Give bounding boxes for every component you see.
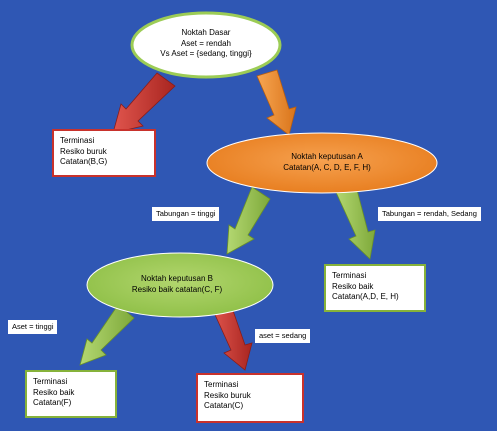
leaf-f-line3: Catatan(F)	[33, 398, 72, 407]
edge-label-aset-tinggi: Aset = tinggi	[8, 320, 58, 334]
arrow-root-to-node-a	[256, 69, 297, 136]
edge-label-tabungan-rendah-sedang: Tabungan = rendah, Sedang	[378, 207, 481, 221]
root-node: Noktah Dasar Aset = rendah Vs Aset = {se…	[146, 28, 266, 60]
leaf-adeh-line1: Terminasi	[332, 271, 367, 280]
leaf-f-line1: Terminasi	[33, 377, 68, 386]
leaf-bg-line3: Catatan(B,G)	[60, 157, 108, 166]
node-b-line2: Resiko baik catatan(C, F)	[131, 284, 223, 294]
leaf-c-line1: Terminasi	[204, 380, 239, 389]
arrow-node-a-to-node-b	[226, 186, 271, 255]
node-b-line1: Noktah keputusan B	[140, 274, 214, 283]
root-line1: Noktah Dasar	[181, 28, 231, 37]
leaf-f-line2: Resiko baik	[33, 387, 75, 397]
node-a-line2: Catatan(A, C, D, E, F, H)	[283, 162, 371, 172]
arrow-node-a-to-leaf-adeh	[334, 185, 376, 260]
root-line3: Vs Aset = {sedang, tinggi}	[160, 49, 252, 58]
node-a-shape	[206, 132, 438, 194]
leaf-adeh-line3: Catatan(A,D, E, H)	[332, 292, 399, 301]
leaf-bg-line2: Resiko buruk	[60, 146, 107, 156]
edge-label-tabungan-tinggi: Tabungan = tinggi	[152, 207, 220, 221]
leaf-box-adeh: Terminasi Resiko baik Catatan(A,D, E, H)	[324, 264, 426, 312]
leaf-c-line3: Catatan(C)	[204, 401, 244, 410]
leaf-box-c: Terminasi Resiko buruk Catatan(C)	[196, 373, 304, 423]
root-line2: Aset = rendah	[180, 38, 232, 48]
arrow-root-to-leaf-bg	[112, 72, 176, 134]
leaf-bg-line1: Terminasi	[60, 136, 95, 145]
node-b: Noktah keputusan B Resiko baik catatan(C…	[112, 274, 242, 295]
leaf-adeh-line2: Resiko baik	[332, 281, 374, 291]
root-node-shape	[130, 11, 282, 79]
leaf-box-bg: Terminasi Resiko buruk Catatan(B,G)	[52, 129, 156, 177]
node-a-line1: Noktah keputusan A	[291, 152, 363, 161]
leaf-c-line2: Resiko buruk	[204, 390, 251, 400]
leaf-box-f: Terminasi Resiko baik Catatan(F)	[25, 370, 117, 418]
edge-label-aset-sedang: aset = sedang	[255, 329, 311, 343]
arrow-node-b-to-leaf-f	[79, 304, 135, 366]
node-b-shape	[86, 252, 274, 318]
node-a: Noktah keputusan A Catatan(A, C, D, E, F…	[262, 152, 392, 173]
